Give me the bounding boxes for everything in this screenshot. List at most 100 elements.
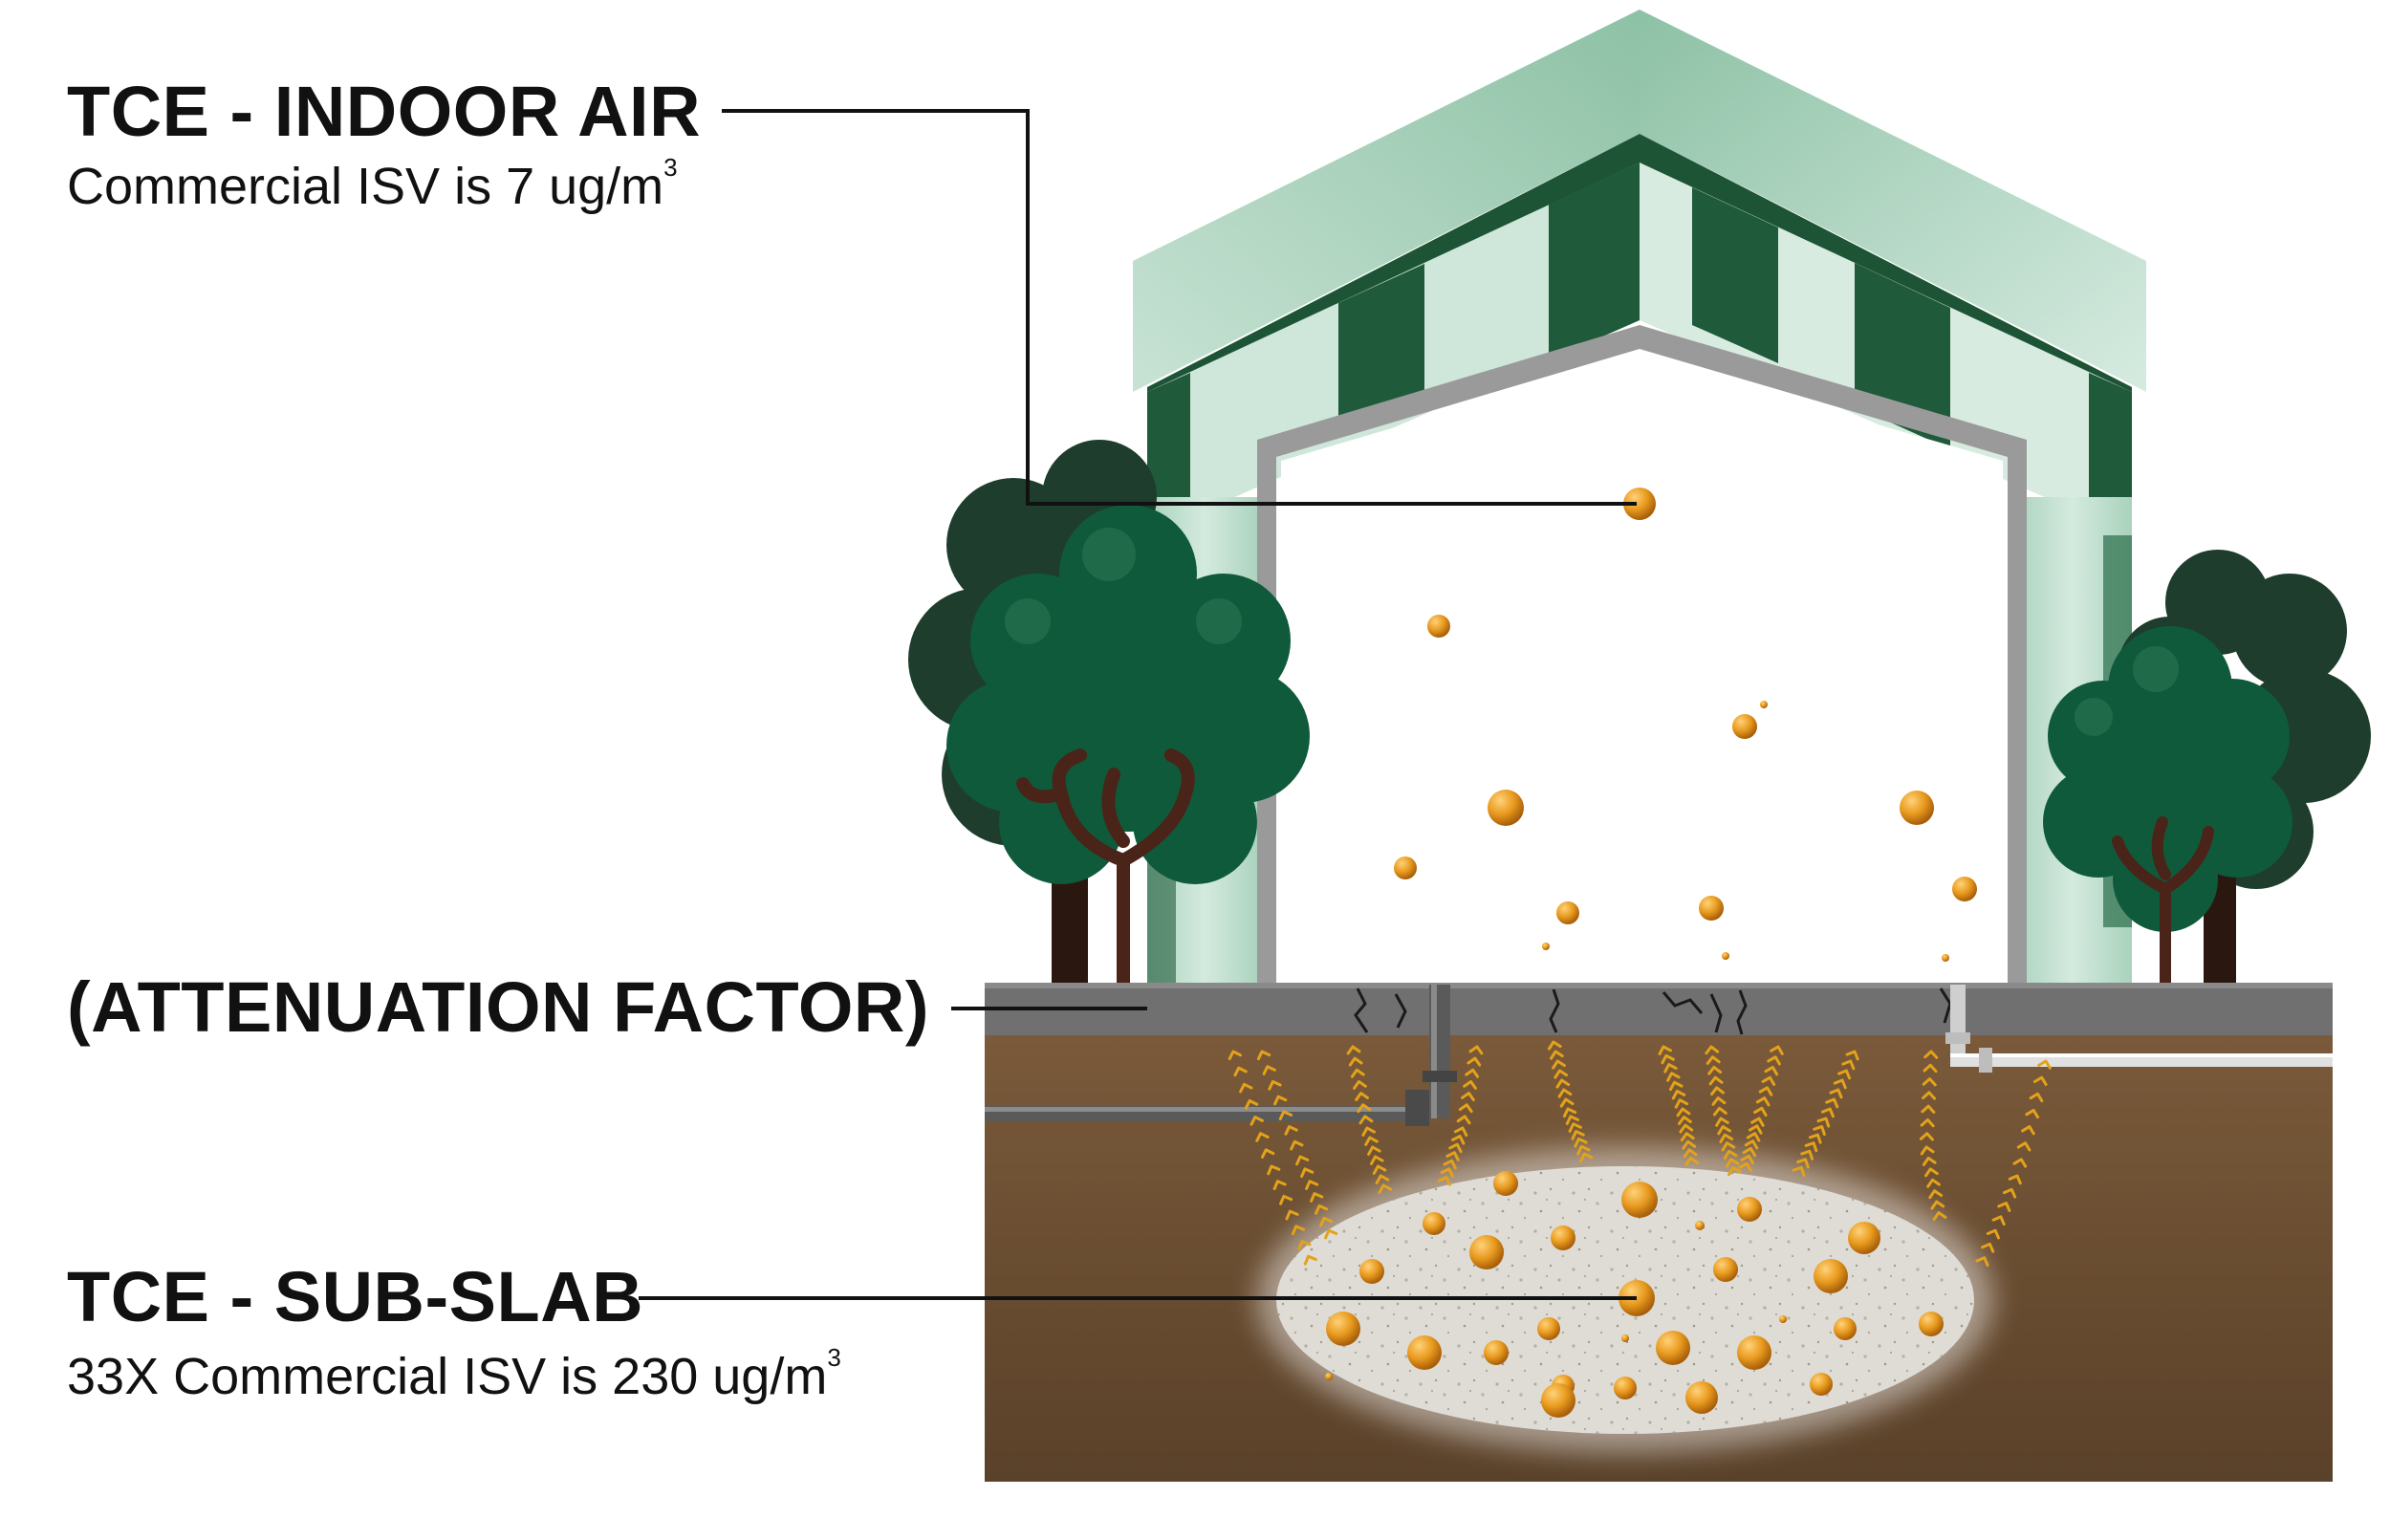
migration-chevron	[1758, 1086, 1773, 1096]
tce-particle	[1484, 1340, 1509, 1365]
migration-chevron	[1981, 1242, 1995, 1253]
migration-chevron	[1437, 1175, 1452, 1186]
migration-chevron	[1233, 1066, 1248, 1077]
migration-chevron	[1324, 1228, 1338, 1240]
migration-chevron	[1764, 1065, 1779, 1076]
migration-chevron	[1574, 1137, 1588, 1148]
migration-chevron	[2029, 1092, 2044, 1103]
migration-chevron	[1707, 1065, 1723, 1075]
migration-chevron	[1721, 1141, 1736, 1152]
migration-chevron	[1712, 1106, 1727, 1117]
migration-chevron	[1919, 1132, 1934, 1141]
migration-chevron	[1559, 1097, 1575, 1108]
indoor-air-title: TCE - INDOOR AIR	[67, 72, 702, 151]
attenuation-title: (ATTENUATION FACTOR)	[67, 967, 930, 1047]
migration-chevron	[1923, 1050, 1939, 1059]
tce-particle	[1834, 1317, 1857, 1340]
migration-chevron	[1314, 1204, 1329, 1215]
tce-particle	[1614, 1377, 1637, 1399]
tce-particle	[1325, 1373, 1333, 1380]
migration-chevron	[1658, 1045, 1672, 1055]
tce-particle	[1427, 615, 1450, 638]
migration-chevron	[1260, 1148, 1275, 1159]
migration-chevron	[1748, 1124, 1763, 1135]
migration-chevron	[1463, 1079, 1477, 1090]
tce-particle	[1810, 1373, 1833, 1396]
migration-chevron	[1273, 1095, 1288, 1106]
migration-chevron	[1991, 1215, 2006, 1226]
migration-chevron	[1825, 1097, 1839, 1109]
migration-chevron	[1666, 1072, 1681, 1082]
migration-chevron	[1668, 1080, 1684, 1092]
migration-chevron	[1547, 1040, 1562, 1051]
migration-chevron	[1557, 1088, 1573, 1098]
migration-chevron	[1717, 1125, 1731, 1136]
tce-particle	[1537, 1317, 1560, 1340]
migration-chevron	[1816, 1117, 1831, 1128]
migration-chevron	[1922, 1156, 1937, 1166]
migration-chevron	[1361, 1126, 1376, 1137]
migration-chevron	[1554, 1069, 1569, 1079]
migration-chevron	[1725, 1158, 1740, 1168]
tce-particle	[1737, 1197, 1762, 1222]
migration-chevron	[1845, 1050, 1859, 1061]
migration-chevron	[1679, 1123, 1694, 1134]
migration-chevron	[1255, 1132, 1270, 1142]
tce-particle	[1493, 1171, 1518, 1196]
tce-particle	[1699, 896, 1724, 921]
tree-left	[908, 440, 1310, 991]
migration-chevron	[1458, 1103, 1473, 1114]
migration-chevron	[2037, 1059, 2052, 1070]
leader-indoor-air	[722, 109, 1637, 506]
migration-chevron	[1375, 1174, 1390, 1184]
tce-particle	[1359, 1259, 1384, 1284]
window-block	[1692, 187, 1778, 363]
migration-chevron	[1297, 1240, 1312, 1250]
sub-slab-superscript: 3	[827, 1343, 841, 1372]
tce-particle	[1732, 714, 1757, 739]
migration-chevron	[2012, 1158, 2028, 1168]
migration-chevron	[1930, 1200, 1945, 1210]
migration-chevron	[1804, 1141, 1818, 1153]
migration-chevron	[1440, 1167, 1455, 1178]
migration-chevron	[1550, 1050, 1564, 1060]
migration-chevron	[1555, 1078, 1571, 1089]
tce-particle	[1685, 1381, 1718, 1414]
migration-chevron	[1571, 1130, 1585, 1140]
migration-chevron	[1710, 1086, 1725, 1096]
migration-chevron	[1290, 1139, 1304, 1151]
migration-chevron	[1678, 1116, 1692, 1125]
tce-particle	[1551, 1225, 1575, 1250]
migration-chevron	[1267, 1164, 1281, 1176]
migration-chevron	[1562, 1107, 1577, 1118]
migration-chevron	[1291, 1225, 1306, 1236]
migration-chevron	[1975, 1256, 1989, 1268]
migration-chevron	[1833, 1078, 1847, 1090]
migration-chevron	[1708, 1075, 1724, 1086]
tce-particle	[1326, 1312, 1360, 1346]
migration-chevron	[1923, 1167, 1939, 1178]
migration-chevron	[1378, 1183, 1393, 1194]
migration-chevron	[1268, 1079, 1282, 1091]
migration-chevron	[1565, 1115, 1580, 1126]
tce-particle	[1423, 1212, 1445, 1235]
migration-chevron	[1460, 1092, 1475, 1102]
migration-chevron	[1278, 1110, 1293, 1121]
indoor-air-subtitle: Commercial ISV is 7 ug/m3	[67, 155, 678, 212]
migration-chevron	[2032, 1075, 2048, 1086]
window-block	[1338, 264, 1424, 438]
migration-chevron	[1753, 1106, 1768, 1117]
migration-chevron	[1295, 1155, 1310, 1166]
migration-chevron	[1369, 1155, 1384, 1165]
migration-chevron	[1683, 1148, 1698, 1159]
tce-particle	[1722, 952, 1729, 960]
migration-chevron	[1661, 1053, 1675, 1065]
migration-chevron	[1279, 1194, 1293, 1205]
migration-chevron	[2008, 1174, 2022, 1185]
migration-chevron	[1468, 1045, 1484, 1055]
migration-chevron	[1576, 1144, 1591, 1156]
tce-particle	[1713, 1257, 1738, 1282]
migration-chevron	[1829, 1088, 1843, 1099]
slab-top-edge	[985, 983, 2333, 988]
